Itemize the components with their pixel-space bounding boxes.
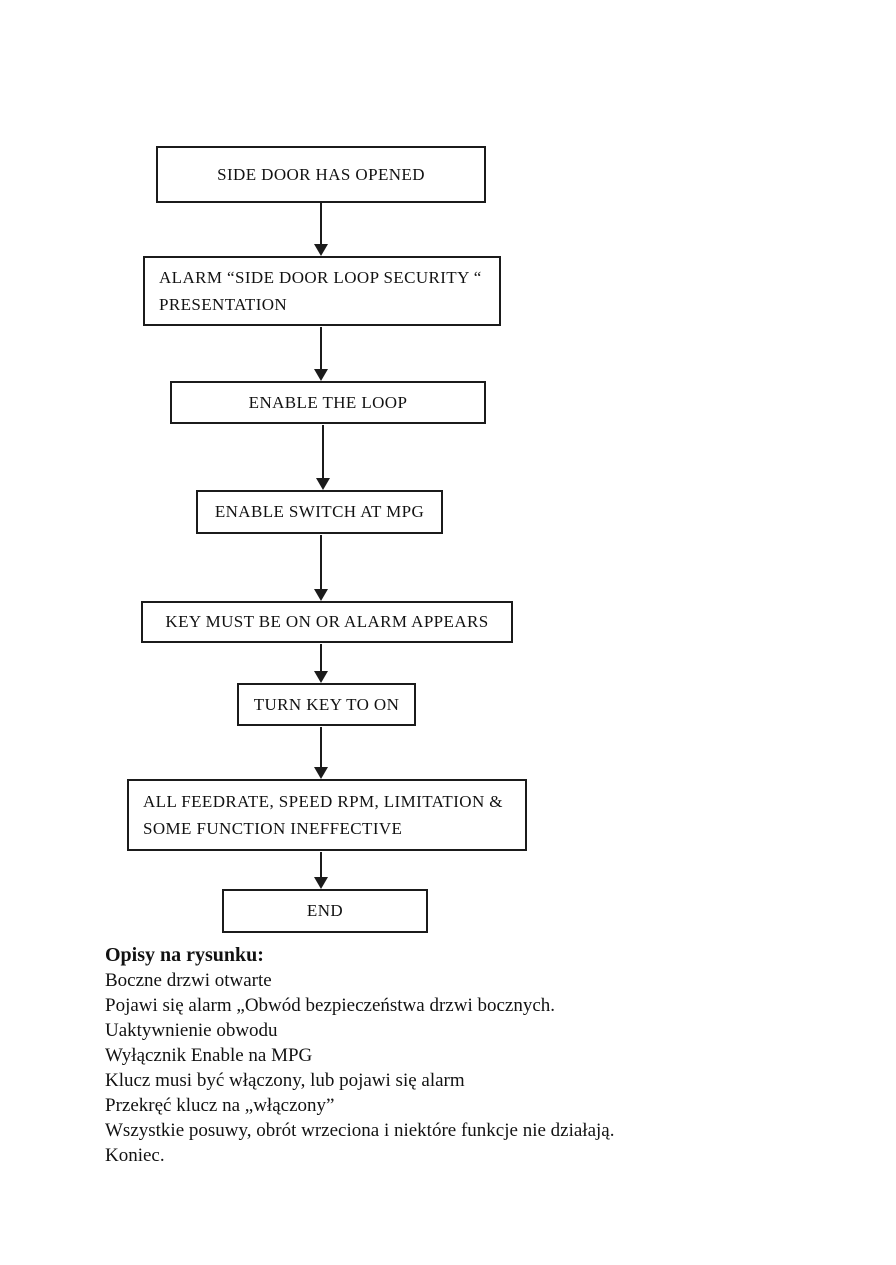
flow-arrow-2 [313,327,329,381]
arrow-head-icon [314,671,328,683]
caption-line-6: Przekręć klucz na „włączony” [105,1095,335,1116]
flow-box-side-door-has-opened: SIDE DOOR HAS OPENED [156,146,486,203]
arrow-head-icon [314,244,328,256]
flow-arrow-3 [315,425,331,490]
caption-line-1: Boczne drzwi otwarte [105,970,272,991]
arrow-head-icon [314,589,328,601]
flow-arrow-4 [313,535,329,601]
flow-box-functions-ineffective: ALL FEEDRATE, SPEED RPM, LIMITATION & SO… [127,779,527,851]
caption-line-7: Wszystkie posuwy, obrót wrzeciona i niek… [105,1120,615,1141]
arrow-shaft [320,644,322,674]
flow-arrow-1 [313,203,329,256]
flow-arrow-7 [313,852,329,889]
arrow-shaft [320,727,322,770]
caption-line-3: Uaktywnienie obwodu [105,1020,278,1041]
caption-line-2: Pojawi się alarm „Obwód bezpieczeństwa d… [105,995,556,1016]
arrow-shaft [320,852,322,880]
arrow-head-icon [314,369,328,381]
arrow-shaft [320,535,322,592]
flow-box-enable-switch-at-mpg: ENABLE SWITCH AT MPG [196,490,443,534]
flow-arrow-5 [313,644,329,683]
arrow-head-icon [314,767,328,779]
flow-box-alarm-presentation: ALARM “SIDE DOOR LOOP SECURITY “ PRESENT… [143,256,501,326]
arrow-shaft [322,425,324,481]
arrow-shaft [320,327,322,372]
flow-arrow-6 [313,727,329,779]
arrow-shaft [320,203,322,247]
flow-box-enable-the-loop: ENABLE THE LOOP [170,381,486,424]
figure-captions: Opisy na rysunku: Boczne drzwi otwarte P… [105,943,845,1168]
flow-box-turn-key-to-on: TURN KEY TO ON [237,683,416,726]
caption-line-4: Wyłącznik Enable na MPG [105,1045,313,1066]
arrow-head-icon [314,877,328,889]
captions-heading: Opisy na rysunku: [105,944,264,966]
flow-box-end: END [222,889,428,933]
flow-box-key-must-be-on: KEY MUST BE ON OR ALARM APPEARS [141,601,513,643]
arrow-head-icon [316,478,330,490]
caption-line-8: Koniec. [105,1145,165,1166]
caption-line-5: Klucz musi być włączony, lub pojawi się … [105,1070,465,1091]
